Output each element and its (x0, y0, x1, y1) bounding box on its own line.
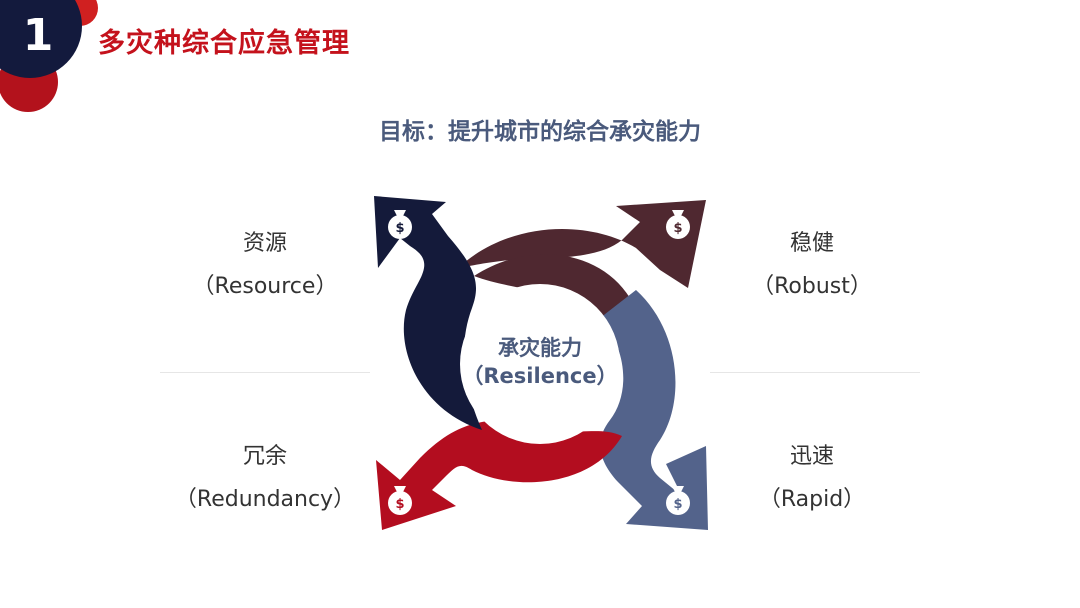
resilience-wheel-diagram: $ $ $ $ (374, 196, 708, 530)
caption-redundancy-en: （Redundancy） (174, 487, 356, 512)
svg-text:$: $ (395, 221, 404, 236)
caption-redundancy: 冗余 （Redundancy） (135, 435, 395, 521)
caption-resource-en: （Resource） (192, 274, 338, 299)
arrow-resource (374, 196, 482, 430)
caption-resource-cn: 资源 (242, 231, 287, 256)
center-label-cn: 承灾能力 (498, 336, 582, 360)
center-label: 承灾能力 （Resilence） (450, 334, 630, 390)
goal-heading: 目标：提升城市的综合承灾能力 (379, 119, 701, 145)
divider-left (160, 372, 370, 373)
caption-robust-en: （Robust） (752, 274, 872, 299)
caption-rapid-en: （Rapid） (758, 487, 866, 512)
corner-decoration (0, 0, 98, 112)
money-bag-icon: $ (388, 210, 412, 239)
caption-resource: 资源 （Resource） (135, 222, 395, 308)
center-label-en: （Resilence） (462, 364, 618, 388)
caption-robust-cn: 稳健 (789, 231, 834, 256)
arrow-rapid (600, 290, 708, 530)
section-number: 1 (22, 10, 54, 61)
caption-rapid: 迅速 （Rapid） (682, 435, 942, 521)
arrow-redundancy (376, 419, 622, 530)
arrow-robust (458, 200, 706, 380)
caption-robust: 稳健 （Robust） (682, 222, 942, 308)
money-bag-icon: $ (388, 486, 412, 515)
caption-rapid-cn: 迅速 (789, 444, 834, 469)
money-bag-icon: $ (666, 486, 690, 515)
caption-redundancy-cn: 冗余 (242, 444, 287, 469)
svg-text:$: $ (395, 497, 404, 512)
section-title: 多灾种综合应急管理 (98, 28, 350, 59)
money-bag-icon: $ (666, 210, 690, 239)
svg-text:$: $ (673, 221, 682, 236)
center-circle (460, 284, 620, 444)
svg-text:$: $ (673, 497, 682, 512)
divider-right (710, 372, 920, 373)
